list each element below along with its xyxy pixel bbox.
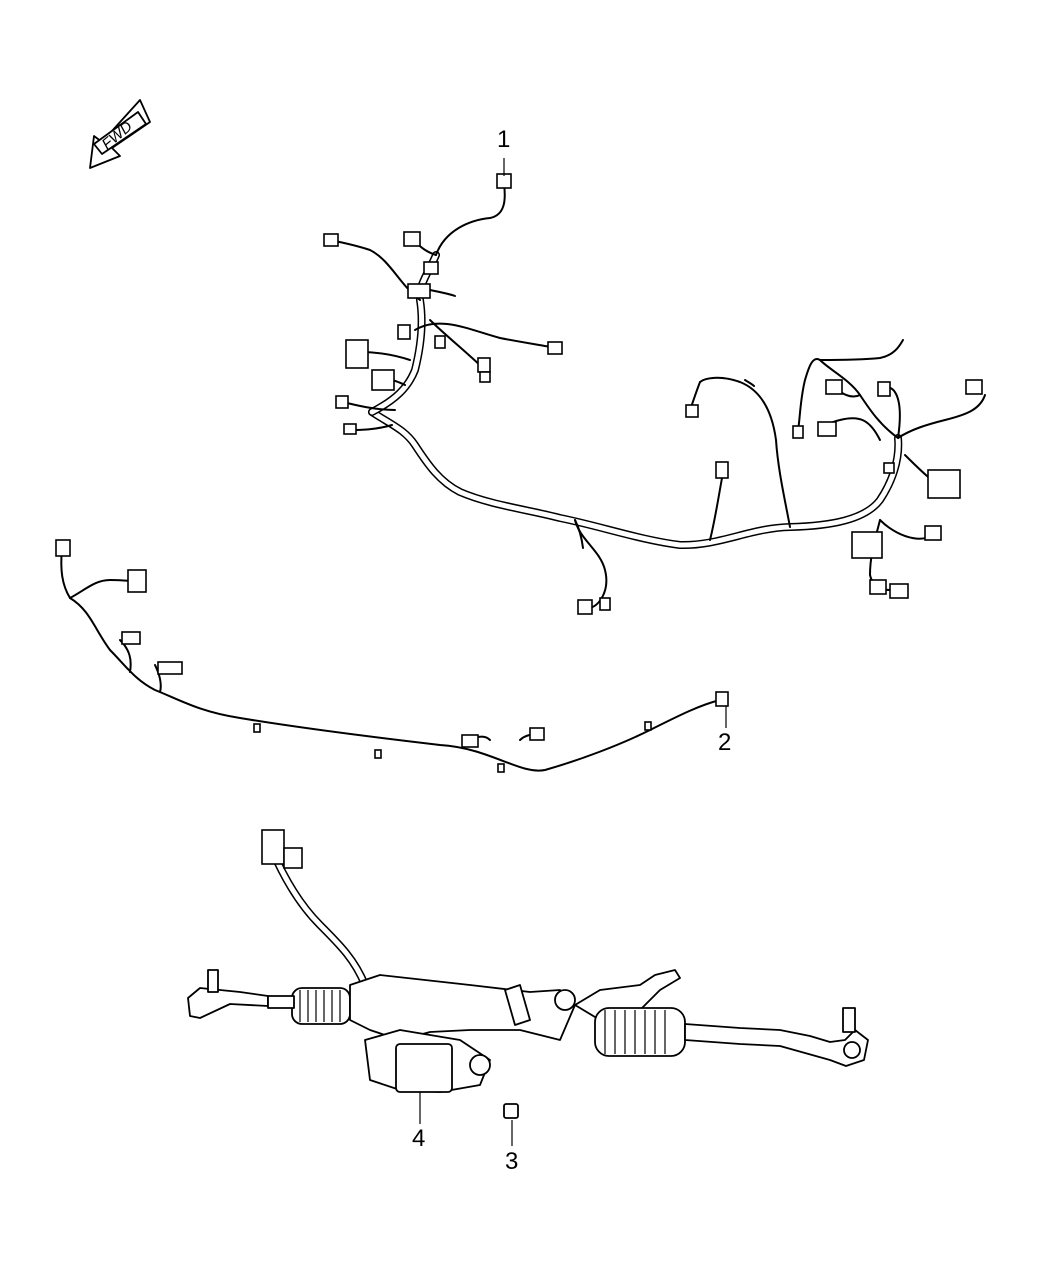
steering-gear-assembly — [187, 829, 869, 1119]
callout-3: 3 — [505, 1148, 519, 1175]
callout-4: 4 — [412, 1125, 426, 1152]
callout-2: 2 — [718, 729, 732, 756]
part-3-connector — [503, 1103, 519, 1119]
wiring-harness-lower — [55, 539, 729, 773]
wiring-harness-upper — [323, 173, 986, 615]
callout-1: 1 — [497, 126, 511, 153]
fwd-arrow-icon: FWD — [89, 99, 151, 169]
